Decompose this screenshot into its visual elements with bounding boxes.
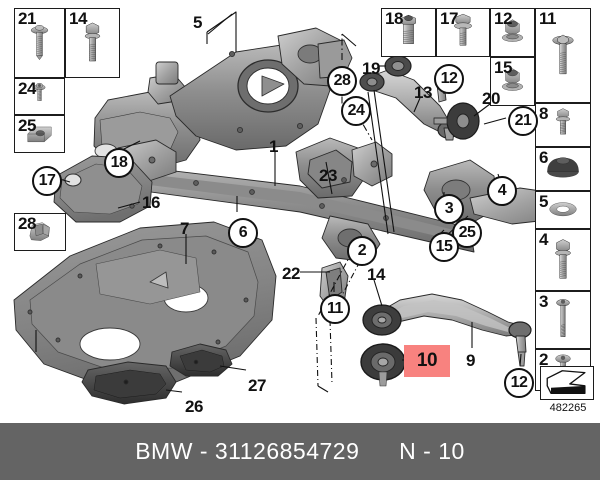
footer-brand: BMW (135, 438, 193, 464)
hex-bolt-long-icon (536, 230, 590, 290)
part-box-5[interactable]: 5 (535, 191, 591, 229)
circled-callout-28[interactable]: 28 (327, 66, 357, 96)
part-box-label: 4 (539, 230, 548, 249)
thin-long-bolt-icon (536, 292, 590, 348)
part-box-15[interactable]: 15 (490, 57, 535, 106)
part-box-12[interactable]: 12 (490, 8, 535, 57)
part-box-11[interactable]: 11 (535, 8, 591, 103)
part-box-label: 24 (18, 79, 36, 98)
part-box-24[interactable]: 24 (14, 78, 65, 115)
part-box-18[interactable]: 18 (381, 8, 436, 57)
direction-arrow-icon (540, 366, 594, 400)
part-box-label: 25 (18, 116, 36, 135)
hex-flange-bolt-icon (437, 9, 489, 56)
part-box-label: 21 (18, 9, 36, 28)
circled-callout-6[interactable]: 6 (228, 218, 258, 248)
footer-section-label: N - 10 (399, 438, 465, 464)
callout-7[interactable]: 7 (180, 219, 189, 238)
callout-19[interactable]: 19 (362, 59, 380, 78)
callout-5[interactable]: 5 (193, 13, 202, 32)
footer-dash: - (199, 438, 208, 464)
circled-callout-18[interactable]: 18 (104, 148, 134, 178)
circled-callout-12[interactable]: 12 (434, 64, 464, 94)
part-box-14[interactable]: 14 (65, 8, 120, 78)
part-box-21[interactable]: 21 (14, 8, 65, 78)
part-box-label: 18 (385, 9, 403, 28)
part-box-8[interactable]: 8 (535, 103, 591, 147)
callout-16[interactable]: 16 (142, 193, 160, 212)
part-box-label: 12 (494, 9, 512, 28)
flange-nut-icon (491, 58, 534, 105)
callout-23[interactable]: 23 (319, 166, 337, 185)
circled-callout-21[interactable]: 21 (508, 106, 538, 136)
rubber-mount-icon (536, 148, 590, 190)
circled-callout-11[interactable]: 11 (320, 294, 350, 324)
cage-nut-clip-icon (15, 116, 64, 152)
flange-nut-icon (491, 9, 534, 56)
circled-callout-15[interactable]: 15 (429, 232, 459, 262)
part-box-label: 8 (539, 104, 548, 123)
part-box-17[interactable]: 17 (436, 8, 490, 57)
callout-20[interactable]: 20 (482, 89, 500, 108)
part-box-label: 2 (539, 350, 548, 369)
footer-text: BMW - 31126854729 N - 10 (135, 438, 465, 465)
part-box-28[interactable]: 28 (14, 213, 66, 251)
part-box-label: 28 (18, 214, 36, 233)
circled-callout-4[interactable]: 4 (487, 176, 517, 206)
spring-clip-icon (15, 214, 65, 250)
circled-callout-12[interactable]: 12 (504, 368, 534, 398)
callout-22[interactable]: 22 (282, 264, 300, 283)
callout-26[interactable]: 26 (185, 397, 203, 416)
part-box-4[interactable]: 4 (535, 229, 591, 291)
part-box-6[interactable]: 6 (535, 147, 591, 191)
part-box-label: 3 (539, 292, 548, 311)
hex-bolt-short-icon (536, 104, 590, 146)
torx-bolt-short-icon (15, 79, 64, 114)
footer-bar: BMW - 31126854729 N - 10 (0, 423, 600, 480)
part-box-label: 11 (539, 9, 556, 28)
flange-bolt-long-icon (536, 9, 590, 102)
circled-callout-17[interactable]: 17 (32, 166, 62, 196)
highlighted-callout-10[interactable]: 10 (404, 345, 450, 377)
part-box-label: 5 (539, 192, 548, 211)
socket-bolt-icon (382, 9, 435, 56)
circled-callout-25[interactable]: 25 (452, 218, 482, 248)
part-box-25[interactable]: 25 (14, 115, 65, 153)
hex-bolt-long-icon (66, 9, 119, 77)
callout-14[interactable]: 14 (367, 265, 385, 284)
callout-13[interactable]: 13 (414, 83, 432, 102)
part-box-label: 14 (69, 9, 87, 28)
part-box-label: 17 (440, 9, 458, 28)
callout-9[interactable]: 9 (466, 351, 475, 370)
callout-1[interactable]: 1 (269, 137, 278, 156)
diagram-image-code: 482265 (549, 402, 587, 414)
circled-callout-24[interactable]: 24 (341, 96, 371, 126)
part-box-label: 15 (494, 58, 512, 77)
part-box-3[interactable]: 3 (535, 291, 591, 349)
part-box-label: 6 (539, 148, 548, 167)
footer-part-number: 31126854729 (214, 438, 360, 464)
washer-ring-icon (536, 192, 590, 228)
callout-27[interactable]: 27 (248, 376, 266, 395)
flange-bolt-washer-icon (15, 9, 64, 77)
circled-callout-2[interactable]: 2 (347, 236, 377, 266)
